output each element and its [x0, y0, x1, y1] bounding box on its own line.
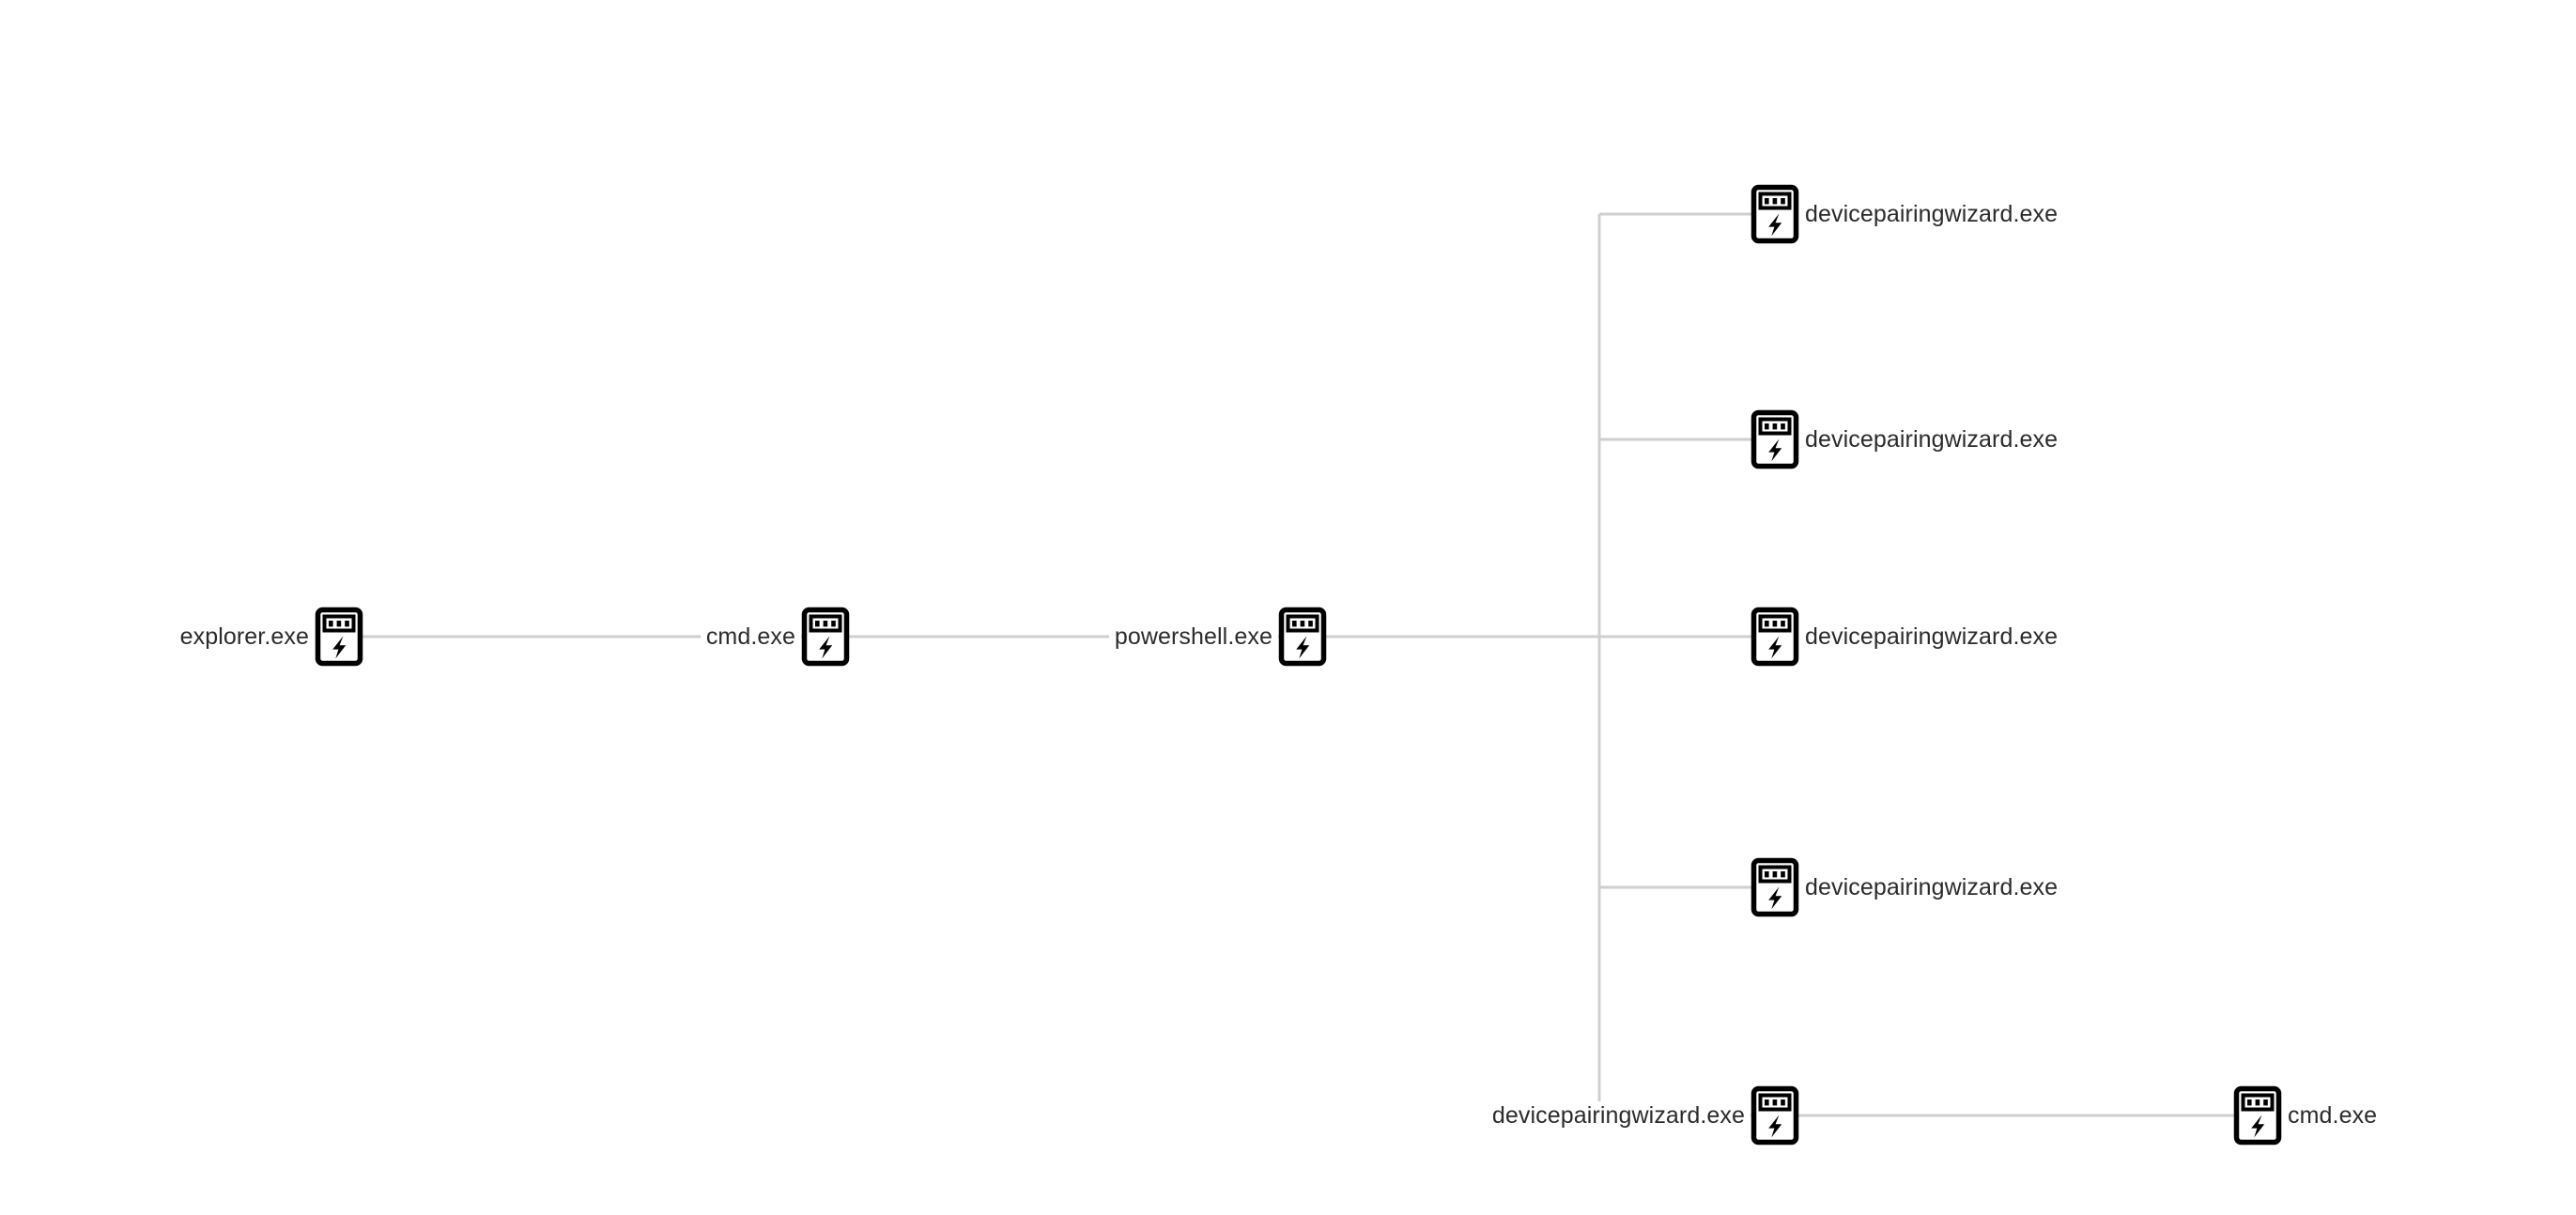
process-lightning-icon	[1751, 607, 1799, 667]
process-node-explorer[interactable]: explorer.exe	[174, 607, 363, 667]
process-node-devicepairingwizard[interactable]: devicepairingwizard.exe	[1751, 409, 2064, 469]
process-node-label: explorer.exe	[174, 622, 315, 652]
process-node-label: devicepairingwizard.exe	[1486, 1100, 1751, 1130]
process-node-cmd[interactable]: cmd.exe	[700, 607, 850, 667]
process-lightning-icon	[1751, 857, 1799, 917]
process-node-label: devicepairingwizard.exe	[1799, 424, 2064, 454]
process-lightning-icon	[1751, 1085, 1799, 1146]
process-node-devicepairingwizard[interactable]: devicepairingwizard.exe	[1751, 857, 2064, 917]
process-lightning-icon	[1751, 184, 1799, 244]
process-lightning-icon	[1751, 409, 1799, 469]
process-node-devicepairingwizard[interactable]: devicepairingwizard.exe	[1486, 1085, 1799, 1146]
process-node-cmd[interactable]: cmd.exe	[2233, 1085, 2383, 1146]
process-lightning-icon	[1278, 607, 1327, 667]
process-node-label: powershell.exe	[1108, 622, 1278, 652]
process-lightning-icon	[2233, 1085, 2282, 1146]
process-lightning-icon	[315, 607, 363, 667]
process-node-label: devicepairingwizard.exe	[1799, 872, 2064, 902]
process-lightning-icon	[801, 607, 850, 667]
process-node-powershell[interactable]: powershell.exe	[1108, 607, 1327, 667]
process-node-devicepairingwizard[interactable]: devicepairingwizard.exe	[1751, 184, 2064, 244]
process-node-label: devicepairingwizard.exe	[1799, 622, 2064, 652]
process-node-label: cmd.exe	[700, 622, 801, 652]
process-node-label: devicepairingwizard.exe	[1799, 199, 2064, 229]
process-node-label: cmd.exe	[2282, 1100, 2383, 1130]
process-node-devicepairingwizard[interactable]: devicepairingwizard.exe	[1751, 607, 2064, 667]
